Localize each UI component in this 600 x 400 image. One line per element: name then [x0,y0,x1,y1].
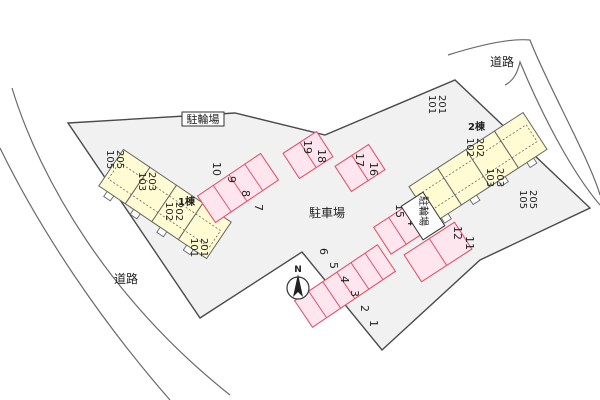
parking-space-16: 16 [367,162,380,176]
b1-unit-105: 105 [104,150,115,169]
building-1-inner-line [107,161,222,248]
b1-unit-202: 202 [173,202,184,221]
parking-space-1: 1 [367,320,380,327]
parking-group-f-outline [293,244,397,328]
bicycle-parking-label-top: 駐輪場 [187,112,220,126]
parking-group-a [196,152,280,224]
building-1-porch-3 [156,226,168,238]
parking-divider [299,142,317,168]
parking-space-9: 9 [225,176,238,183]
parking-group-e [403,221,473,283]
b2-unit-105: 105 [517,190,528,209]
parking-divider [212,185,232,213]
b2-unit-203: 203 [494,168,505,187]
parking-space-8: 8 [239,190,252,197]
parking-space-4: 4 [338,276,351,283]
road-label-left: 道路 [114,271,138,286]
b2-unit-101: 101 [426,95,437,114]
parking-space-10: 10 [210,162,223,176]
bicycle-parking-label-right: 駐輪場 [417,196,430,226]
road-top-edge-lower [504,60,600,206]
road-left-edge-inner [0,147,171,400]
road-label-top-right: 道路 [490,54,514,69]
building-2-porch-3 [497,176,509,187]
building-2 [408,111,548,225]
site-lot [66,79,592,352]
b1-unit-101: 101 [188,238,199,257]
building-2-porch-4 [526,157,538,169]
parking-space-3: 3 [348,290,361,297]
parking-space-18: 18 [315,149,328,163]
road-top-edge-upper [447,39,600,196]
bicycle-parking-box-right [400,191,446,241]
parking-space-11: 11 [463,236,476,250]
building-1-name: 1棟 [178,195,196,208]
b1-unit-201: 201 [198,238,209,257]
parking-divider [428,238,448,266]
parking-group-b [282,130,334,180]
b2-unit-205: 205 [527,190,538,209]
building-2-porch-1 [440,213,452,224]
b2-unit-103: 103 [484,168,495,187]
parking-divider [350,262,370,290]
compass-north-letter: N [294,265,302,275]
parking-space-19: 19 [301,140,314,154]
parking-divider [388,217,407,245]
parking-divider [244,163,264,191]
b1-unit-103: 103 [136,172,147,191]
parking-lot-label: 駐車場 [309,205,345,220]
parking-divider [228,174,248,202]
b2-unit-202: 202 [474,138,485,157]
building-1-porch-2 [129,208,141,220]
b1-unit-205: 205 [114,150,125,169]
parking-space-7: 7 [252,204,265,211]
b2-unit-201: 201 [436,95,447,114]
road-left-edge-outer [11,87,231,396]
building-1-porch-1 [103,190,115,202]
b1-unit-102: 102 [163,202,174,221]
compass-arrow [293,274,303,297]
parking-divider [322,281,342,309]
parking-space-17: 17 [353,153,366,167]
b2-unit-102: 102 [464,138,475,157]
b1-unit-203: 203 [146,172,157,191]
building-2-name: 2棟 [468,120,486,133]
parking-group-f [293,244,397,328]
parking-space-6: 6 [317,248,330,255]
parking-group-c [334,143,386,193]
parking-divider [351,155,369,181]
compass: N [286,265,310,300]
parking-divider [364,252,384,280]
building-1 [98,148,232,260]
bicycle-parking-box-top [181,111,225,127]
parking-divider [336,271,356,299]
building-2-porch-2 [469,194,481,206]
building-1-porch-4 [182,244,194,256]
parking-space-5: 5 [327,262,340,269]
parking-divider [308,290,328,318]
parking-space-12: 12 [451,226,464,240]
parking-space-2: 2 [358,305,371,312]
